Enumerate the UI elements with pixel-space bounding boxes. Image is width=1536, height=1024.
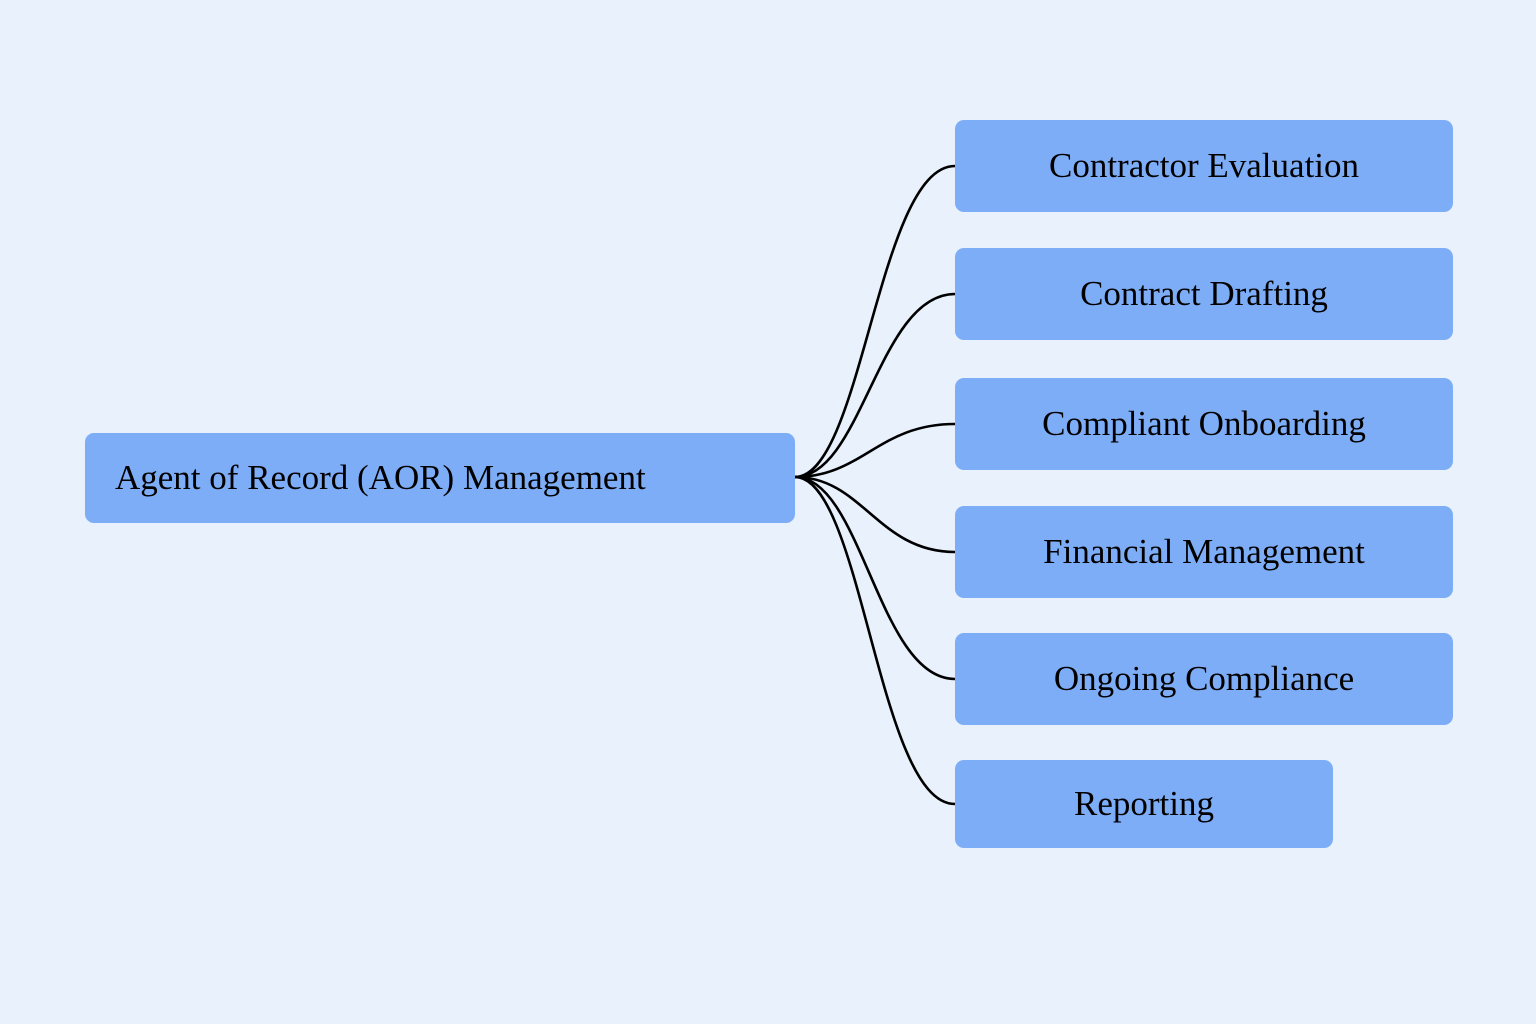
child-node-label: Reporting (1074, 783, 1214, 823)
child-node-contractor-evaluation[interactable]: Contractor Evaluation (955, 120, 1453, 212)
connector-edge (793, 292, 957, 479)
child-node-ongoing-compliance[interactable]: Ongoing Compliance (955, 633, 1453, 725)
connector-edge (793, 475, 957, 681)
child-node-contract-drafting[interactable]: Contract Drafting (955, 248, 1453, 340)
root-node-label: Agent of Record (AOR) Management (115, 457, 646, 497)
child-node-compliant-onboarding[interactable]: Compliant Onboarding (955, 378, 1453, 470)
child-node-label: Contractor Evaluation (1048, 145, 1360, 185)
connector-edge (793, 475, 957, 554)
connector-edge (793, 422, 957, 479)
child-node-label: Ongoing Compliance (1053, 658, 1355, 698)
child-node-financial-management[interactable]: Financial Management (955, 506, 1453, 598)
connector-edge (793, 475, 957, 806)
root-node[interactable]: Agent of Record (AOR) Management (85, 433, 795, 523)
child-node-reporting[interactable]: Reporting (955, 760, 1333, 848)
child-node-label: Compliant Onboarding (1042, 403, 1366, 443)
child-node-label: Financial Management (1043, 531, 1365, 571)
connector-edge (793, 164, 957, 479)
child-node-label: Contract Drafting (1080, 273, 1328, 313)
